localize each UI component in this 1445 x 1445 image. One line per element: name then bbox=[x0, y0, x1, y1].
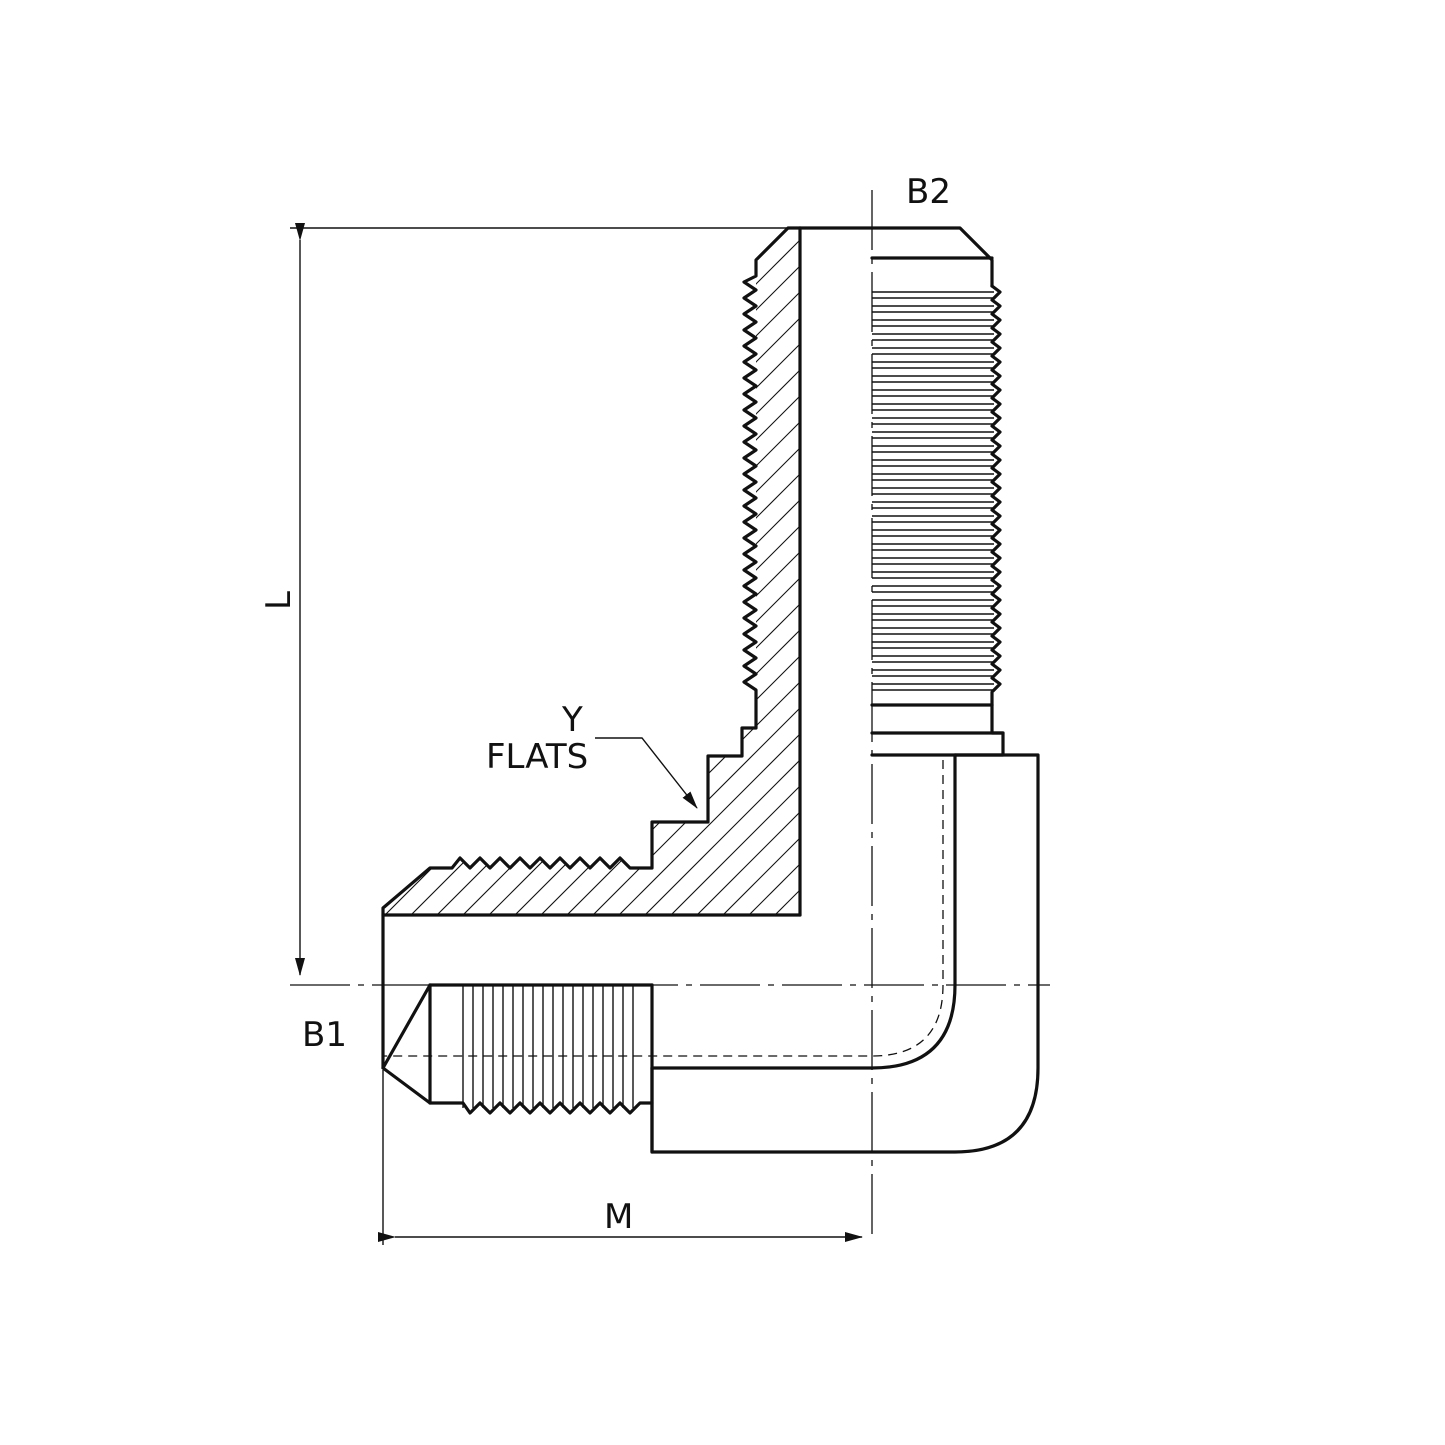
flats-leader bbox=[595, 737, 698, 809]
section-outline bbox=[381, 226, 802, 1115]
label-b2: B2 bbox=[906, 172, 951, 212]
label-m: M bbox=[604, 1197, 634, 1237]
b1-thread-lines bbox=[462, 985, 634, 1108]
b2-thread-lines bbox=[872, 291, 994, 691]
label-y: Y bbox=[562, 700, 583, 740]
label-flats: FLATS bbox=[486, 737, 589, 777]
elbow-outer bbox=[650, 753, 1040, 1154]
b1-end bbox=[381, 983, 432, 1070]
label-l: L bbox=[259, 591, 299, 610]
label-b1: B1 bbox=[302, 1015, 347, 1055]
section-hatching bbox=[383, 228, 800, 915]
hidden-bore bbox=[383, 760, 944, 1057]
elbow-body bbox=[798, 226, 994, 288]
